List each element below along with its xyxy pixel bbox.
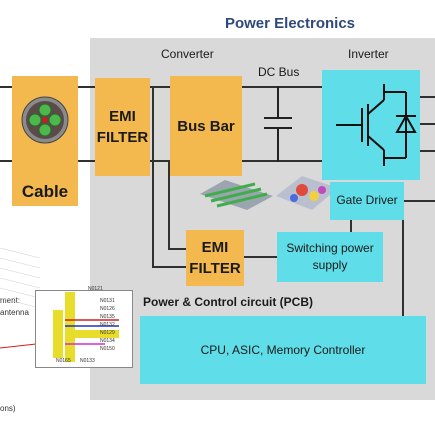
gate-driver-output-wire	[404, 200, 435, 202]
emi-bottom-input-wire	[168, 248, 186, 250]
bottom-rail-wire	[0, 160, 330, 162]
gate-driver-block: Gate Driver	[330, 182, 404, 220]
converter-drop-wire-2	[168, 160, 170, 248]
pcb-tag-6: N0134	[100, 338, 115, 344]
busbar-3d-render-icon	[200, 180, 273, 210]
emi-filter-top: EMI FILTER	[95, 78, 150, 176]
cpu-asic-memory-block: CPU, ASIC, Memory Controller	[140, 316, 426, 384]
pcb-3d-render-icon	[276, 176, 338, 210]
pcb-section-label: Power & Control circuit (PCB)	[143, 295, 314, 309]
output-wire-3	[420, 150, 435, 152]
top-rail-wire	[0, 86, 330, 88]
pcb-tag-8: N0165	[56, 358, 71, 364]
dc-bus-label: DC Bus	[258, 65, 300, 79]
left-fragment-line3: ons)	[0, 404, 16, 413]
diagram-title: Power Electronics	[224, 15, 356, 32]
gate-to-supply-wire	[350, 220, 352, 232]
converter-label: Converter	[161, 47, 214, 61]
pcb-tag-0: N0121	[88, 286, 103, 292]
left-fragment-line2: antenna	[0, 308, 29, 317]
pcb-tag-5: N0129	[100, 330, 115, 336]
switching-power-supply-block: Switching power supply	[277, 232, 383, 282]
igbt-symbol-icon	[336, 84, 417, 166]
pcb-tag-1: N0131	[100, 298, 115, 304]
pcb-schematic-inset	[35, 290, 133, 368]
pcb-tag-4: N0132	[100, 322, 115, 328]
pcb-tag-7: N0150	[100, 346, 115, 352]
output-wire-2	[420, 123, 435, 125]
inverter-label: Inverter	[348, 47, 389, 61]
pcb-tag-3: N0135	[100, 314, 115, 320]
pcb-trace-icon	[53, 292, 119, 362]
emi-bottom-input-wire-2	[152, 266, 186, 268]
supply-link-wire	[244, 256, 277, 258]
gate-right-wire	[420, 200, 435, 202]
emi-filter-bottom: EMI FILTER	[186, 230, 244, 286]
bus-bar-block: Bus Bar	[170, 76, 242, 176]
cable-cross-section-icon	[21, 96, 69, 144]
capacitor-icon	[264, 86, 292, 162]
gate-to-cpu-wire	[402, 220, 404, 316]
cable-label: Cable	[21, 182, 69, 201]
pcb-tag-9: N0133	[80, 358, 95, 364]
left-grid-plot-icon	[0, 248, 40, 349]
output-wire-1	[420, 96, 435, 98]
converter-drop-wire	[152, 88, 154, 268]
pcb-tag-2: N0126	[100, 306, 115, 312]
